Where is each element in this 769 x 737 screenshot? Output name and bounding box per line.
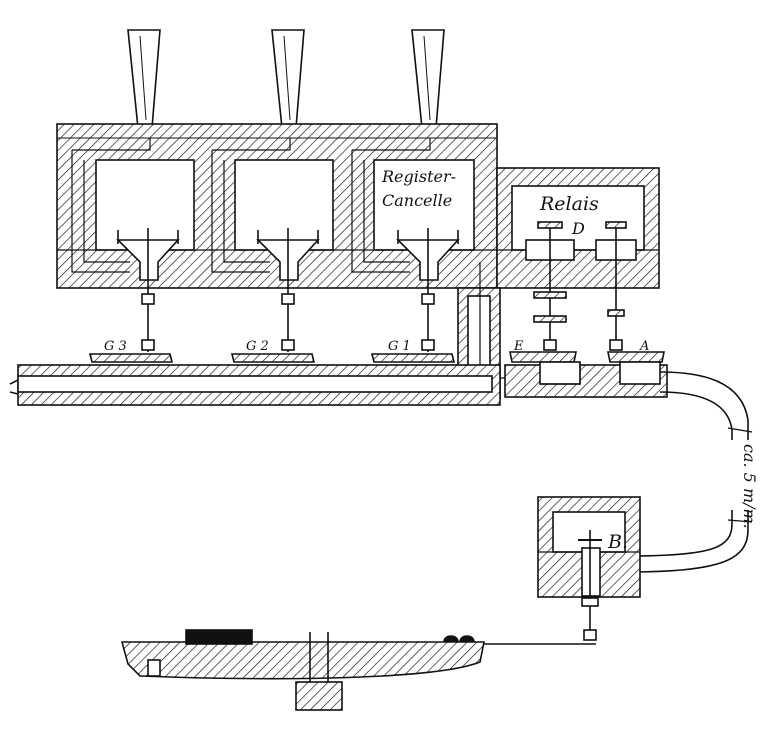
- valve-3: [396, 228, 460, 300]
- relais-chest: [496, 167, 660, 350]
- pallet-g1: [370, 353, 456, 363]
- label-relais: Relais: [539, 193, 599, 215]
- pallet-a: [607, 351, 665, 363]
- pipe-foot-3: [411, 29, 445, 129]
- pipe-foot-1: [127, 29, 161, 129]
- pallet-g3: [88, 353, 174, 363]
- relay-b-chest: [537, 496, 641, 641]
- valve-2: [256, 228, 320, 300]
- label-e: E: [513, 339, 524, 354]
- playing-key: [120, 629, 596, 711]
- valve-1: [116, 228, 180, 300]
- pallet-g2: [230, 353, 316, 363]
- relais-lower-channel: [504, 361, 668, 398]
- label-g3: G 3: [104, 339, 127, 354]
- register-chest: [56, 123, 498, 289]
- connecting-tube: [659, 371, 749, 440]
- label-tube-size: ca. 5 m/m.: [740, 444, 759, 529]
- label-register-1: Register-: [381, 167, 456, 186]
- label-register-2: Cancelle: [382, 191, 452, 210]
- label-a: A: [639, 339, 649, 354]
- label-b: B.: [607, 531, 628, 553]
- label-g2: G 2: [246, 339, 269, 354]
- label-d: D: [571, 219, 585, 238]
- label-g1: G 1: [388, 339, 411, 354]
- main-channel: [9, 364, 501, 406]
- pipe-foot-2: [271, 29, 305, 129]
